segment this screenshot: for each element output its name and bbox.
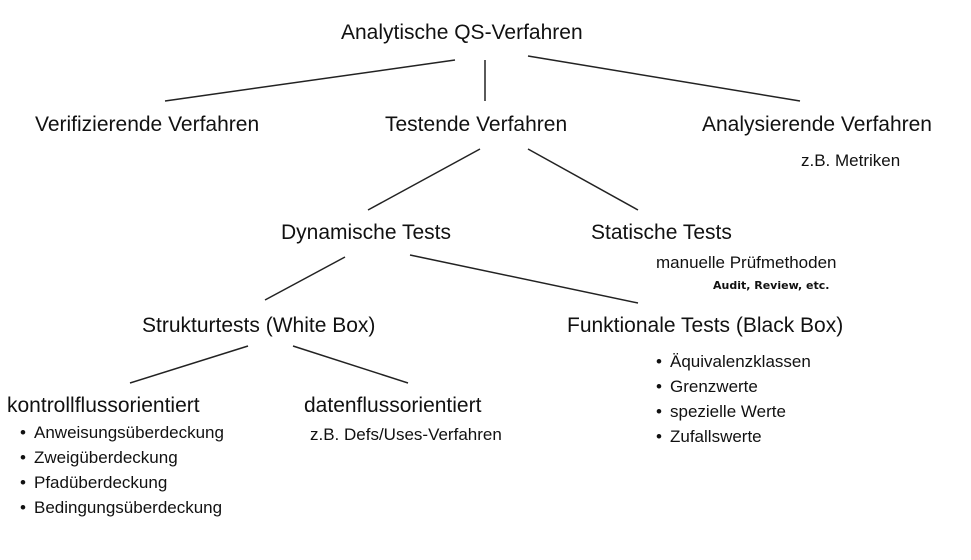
list-item-label: Zweigüberdeckung	[34, 448, 178, 467]
list-item: • Pfadüberdeckung	[20, 470, 224, 495]
list-item-label: Zufallswerte	[670, 427, 762, 446]
funktionale-tests-list: • Äquivalenzklassen • Grenzwerte • speziell…	[656, 349, 811, 449]
list-item-label: Äquivalenzklassen	[670, 352, 811, 371]
list-item: • Äquivalenzklassen	[656, 349, 811, 374]
bullet-icon: •	[656, 427, 662, 446]
bullet-icon: •	[20, 498, 26, 517]
list-item: • Zufallswerte	[656, 424, 811, 449]
strukturtests-label: Strukturtests (White Box)	[142, 314, 376, 337]
kontrollflussorientiert-label: kontrollflussorientiert	[7, 394, 200, 417]
list-item-label: Anweisungsüberdeckung	[34, 423, 224, 442]
analysierende-verfahren-label: Analysierende Verfahren	[702, 113, 932, 136]
edge-root-analysierend	[527, 55, 801, 102]
list-item: • Anweisungsüberdeckung	[20, 420, 224, 445]
analysierende-verfahren-note: z.B. Metriken	[801, 151, 901, 170]
list-item-label: spezielle Werte	[670, 402, 786, 421]
edge-dynamisch-funktional	[409, 254, 639, 304]
statische-tests-subnote: Audit, Review, etc.	[713, 279, 830, 292]
edge-root-verifizierend	[164, 59, 456, 102]
datenflussorientiert-note: z.B. Defs/Uses-Verfahren	[310, 425, 502, 444]
bullet-icon: •	[20, 448, 26, 467]
edge-testend-dynamisch	[367, 148, 481, 211]
bullet-icon: •	[20, 473, 26, 492]
root-node-label: Analytische QS-Verfahren	[341, 21, 583, 44]
datenflussorientiert-label: datenflussorientiert	[304, 394, 482, 417]
list-item-label: Grenzwerte	[670, 377, 758, 396]
list-item: • Bedingungsüberdeckung	[20, 495, 224, 520]
statische-tests-note: manuelle Prüfmethoden	[656, 253, 837, 272]
bullet-icon: •	[656, 402, 662, 421]
list-item: • spezielle Werte	[656, 399, 811, 424]
statische-tests-label: Statische Tests	[591, 221, 732, 244]
edge-struktur-kontroll	[129, 345, 249, 384]
kontrollflussorientiert-list: • Anweisungsüberdeckung • Zweigüberdeckung…	[20, 420, 224, 520]
list-item-label: Bedingungsüberdeckung	[34, 498, 223, 517]
funktionale-tests-label: Funktionale Tests (Black Box)	[567, 314, 844, 337]
edge-dynamisch-struktur	[264, 256, 346, 301]
verifizierende-verfahren-label: Verifizierende Verfahren	[35, 113, 260, 136]
dynamische-tests-label: Dynamische Tests	[281, 221, 452, 244]
list-item: • Zweigüberdeckung	[20, 445, 224, 470]
bullet-icon: •	[656, 352, 662, 371]
edge-struktur-daten	[292, 345, 409, 384]
bullet-icon: •	[20, 423, 26, 442]
testende-verfahren-label: Testende Verfahren	[385, 113, 568, 136]
bullet-icon: •	[656, 377, 662, 396]
edge-testend-statisch	[527, 148, 639, 211]
list-item: • Grenzwerte	[656, 374, 811, 399]
list-item-label: Pfadüberdeckung	[34, 473, 168, 492]
